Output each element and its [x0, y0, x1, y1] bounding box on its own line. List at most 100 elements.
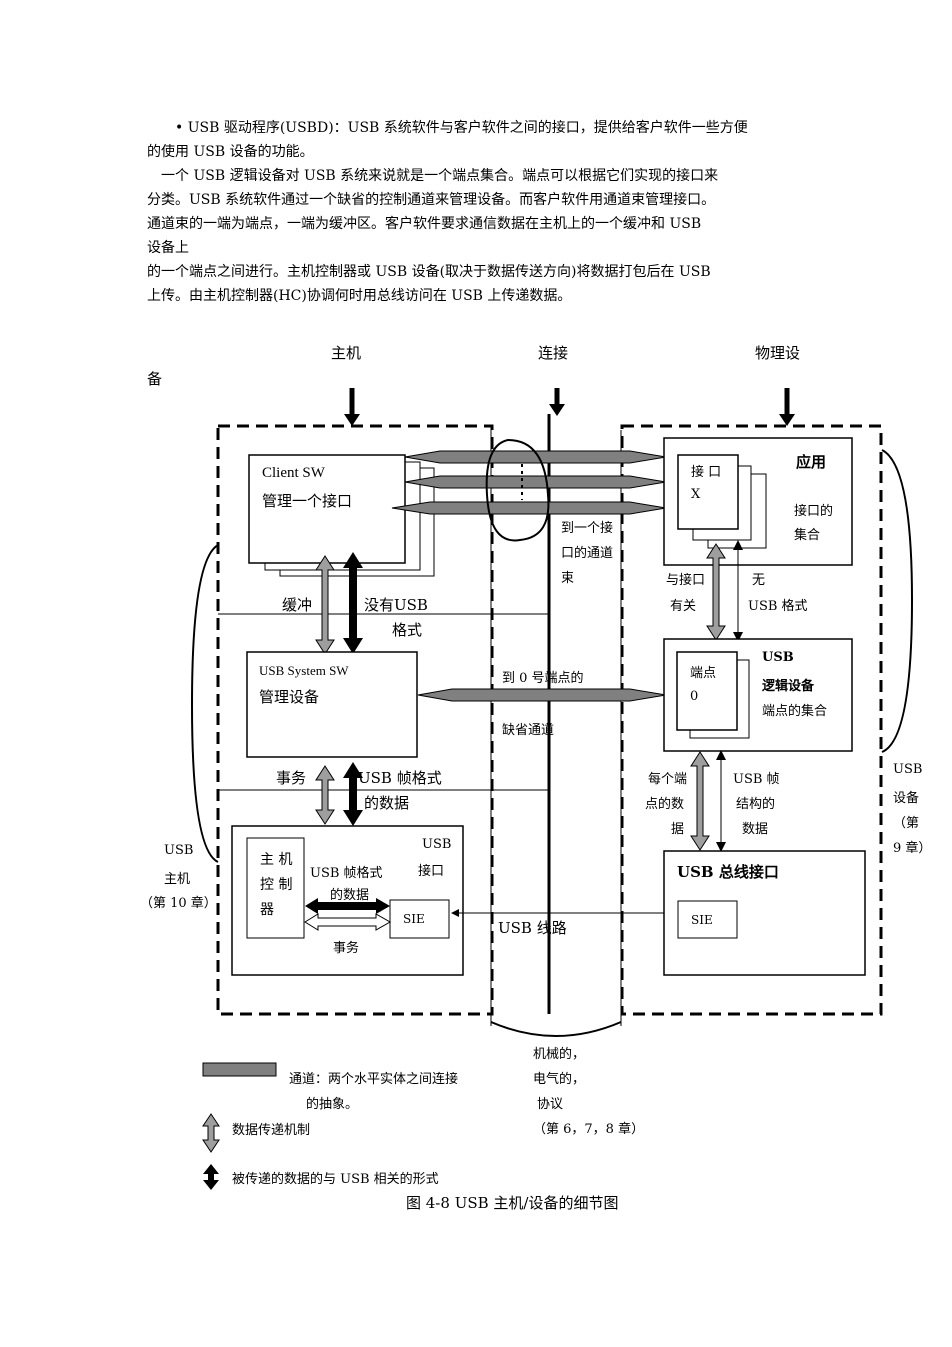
column-device-label: 物理设 [755, 344, 801, 362]
interface-set-label: 接口的 [794, 504, 834, 519]
text-line: 一个 USB 逻辑设备对 USB 系统来说就是一个端点集合。端点可以根据它们实现… [161, 168, 719, 184]
transaction-label: 事务 [276, 769, 307, 787]
no-usb-format-device-label: USB 格式 [748, 599, 808, 614]
host-sie-box [389, 899, 450, 939]
no-usb-format-label: 没有USB [364, 596, 428, 614]
legend-mechanism-arrow [202, 1113, 220, 1153]
frame-data-label: USB 帧格式 [310, 866, 383, 881]
host-controller-label: 控 制 [260, 877, 293, 893]
device-bracket [881, 449, 914, 753]
legend-mechanism-label: 数据传递机制 [232, 1123, 311, 1138]
usb-device-label: （第 [893, 816, 920, 831]
device-sie-label: SIE [691, 913, 713, 927]
endpoint-box [676, 651, 738, 731]
default-pipe-label: 缺省通道 [502, 723, 555, 738]
interface-x-stack [677, 454, 767, 549]
figure-caption: 图 4-8 USB 主机/设备的细节图 [406, 1194, 619, 1212]
text-line: 上传。由主机控制器(HC)协调何时用总线访问在 USB 上传递数据。 [147, 288, 572, 304]
per-endpoint-data-label: 每个端 [648, 772, 688, 787]
host-sie-label: SIE [403, 912, 425, 926]
usb-frame-format-label: 的数据 [364, 794, 410, 812]
no-usb-format-label: 格式 [392, 621, 423, 639]
host-controller-label: 器 [260, 902, 274, 918]
legend-format-label: 被传递的数据的与 USB 相关的形式 [232, 1172, 439, 1187]
frame-data-label: 的数据 [330, 888, 370, 903]
usb-host-label: （第 10 章） [140, 896, 217, 911]
default-pipe [417, 688, 667, 702]
legend-pipe-label: 通道：两个水平实体之间连接 [289, 1072, 459, 1087]
application-label: 应用 [796, 453, 827, 471]
logical-device-label: USB [762, 650, 794, 665]
usb-system-sw-subtitle: 管理设备 [259, 688, 320, 706]
pipe-bundle-label: 束 [561, 571, 575, 586]
client-sw-title: Client SW [262, 465, 325, 481]
usb-interface-label: 接口 [418, 864, 445, 879]
legend-pipe-swatch [202, 1062, 277, 1077]
host-bracket [190, 544, 219, 863]
mechanism-arrow [706, 543, 726, 641]
mechanism-arrow [315, 765, 335, 825]
client-sw-stack [248, 454, 435, 577]
logical-device-label: 逻辑设备 [762, 679, 815, 694]
format-arrow [343, 552, 363, 654]
logical-device-label: 端点的集合 [762, 704, 828, 719]
intro-paragraph: • USB 驱动程序(USBD)：USB 系统软件与客户软件之间的接口，提供给客… [147, 116, 812, 308]
text-line: 通道束的一端为端点，一端为缓冲区。客户软件要求通信数据在主机上的一个缓冲和 US… [147, 216, 702, 232]
interface-set-label: 集合 [794, 528, 821, 543]
usb-interface-label: USB [422, 837, 452, 852]
interface-x-label: 接 口 [691, 465, 722, 480]
default-pipe-label: 到 0 号端点的 [502, 671, 584, 686]
format-arrow [305, 898, 390, 914]
usb-host-label: USB [164, 843, 194, 858]
column-link-label: 连接 [538, 344, 569, 362]
pipe-bundle [391, 438, 667, 542]
text-line: 的使用 USB 设备的功能。 [147, 144, 314, 160]
text-line: • USB 驱动程序(USBD)：USB 系统软件与客户软件之间的接口，提供给客… [175, 120, 748, 136]
usb-frame-structure-label: 数据 [742, 822, 769, 837]
mech-label: （第 6，7，8 章） [533, 1122, 645, 1137]
header-arrows [344, 388, 795, 426]
usb-bus-interface-label: USB 总线接口 [677, 863, 779, 881]
host-controller-box [246, 837, 305, 939]
mechanism-arrow [690, 751, 710, 851]
host-controller-label: 主 机 [260, 852, 293, 868]
usb-device-label: 设备 [893, 791, 920, 806]
mech-label: 协议 [537, 1097, 564, 1112]
pipe-bundle-label: 到一个接 [561, 521, 614, 536]
related-interface-label: 有关 [670, 599, 697, 614]
usb-system-sw-box [246, 651, 418, 758]
usb-frame-structure-label: USB 帧 [733, 772, 780, 787]
mechanism-arrow [304, 913, 392, 931]
usb-device-label: USB [893, 762, 923, 777]
usb-frame-structure-label: 结构的 [736, 797, 776, 812]
client-sw-subtitle: 管理一个接口 [262, 492, 353, 510]
legend-pipe-label: 的抽象。 [306, 1097, 359, 1112]
host-boundary [216, 424, 494, 1016]
per-endpoint-data-label: 据 [671, 822, 685, 837]
format-arrow [343, 762, 363, 826]
text-line: 分类。USB 系统软件通过一个缺省的控制通道来管理设备。而客户软件用通道束管理接… [147, 192, 716, 208]
endpoint-label: 0 [690, 689, 699, 704]
text-line: 设备上 [147, 240, 189, 256]
transaction-small-label: 事务 [333, 941, 360, 956]
pipe-bundle-label: 口的通道 [561, 546, 614, 561]
endpoint-label: 端点 [690, 666, 717, 681]
mech-label: 机械的， [533, 1047, 586, 1062]
legend-format-arrow [203, 1164, 219, 1190]
usb-system-sw-title: USB System SW [259, 663, 349, 678]
no-usb-format-device-label: 无 [752, 573, 766, 588]
device-sie-box [677, 900, 738, 939]
column-device-label-wrap: 备 [147, 370, 163, 388]
interface-x-label: X [691, 487, 701, 502]
device-boundary [620, 424, 883, 1016]
usb-device-label: 9 章） [893, 841, 932, 856]
usb-host-label: 主机 [164, 872, 191, 887]
usb-cable-label: USB 线路 [498, 919, 567, 937]
per-endpoint-data-label: 点的数 [645, 797, 685, 812]
related-interface-label: 与接口 [666, 573, 706, 588]
column-host-label: 主机 [331, 344, 362, 362]
mech-label: 电气的， [533, 1072, 586, 1087]
buffer-label: 缓冲 [282, 596, 313, 614]
text-line: 的一个端点之间进行。主机控制器或 USB 设备(取决于数据传送方向)将数据打包后… [147, 264, 711, 280]
